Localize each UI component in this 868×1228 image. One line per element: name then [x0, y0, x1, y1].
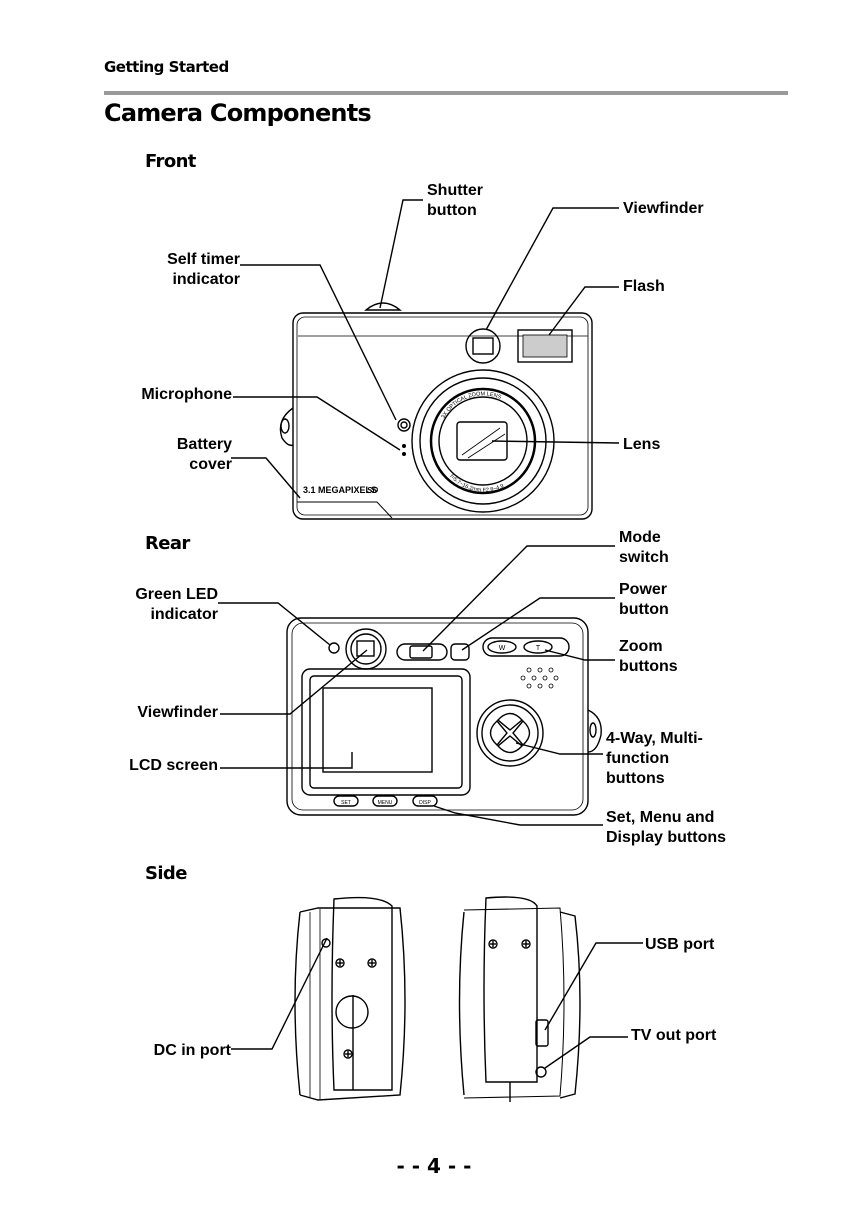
camera-side-right-drawing: [458, 896, 581, 1102]
disp-button-print: DISP: [419, 800, 431, 806]
zoom-t-print: T: [536, 645, 541, 652]
label-flash: Flash: [623, 278, 665, 295]
set-button-print: SET: [341, 800, 351, 806]
megapixels-print: 3.1 MEGAPIXELS: [303, 485, 377, 495]
label-viewfinder-front: Viewfinder: [623, 200, 704, 217]
section-front-heading: Front: [145, 151, 196, 172]
label-viewfinder-rear: Viewfinder: [137, 704, 218, 721]
camera-rear-drawing: [286, 617, 602, 816]
label-dc-in-port: DC in port: [153, 1042, 231, 1059]
section-side-heading: Side: [145, 863, 187, 884]
label-microphone: Microphone: [141, 386, 232, 403]
sd-logo-print: SD: [367, 486, 378, 495]
zoom-w-print: W: [499, 645, 506, 652]
menu-button-print: MENU: [378, 800, 393, 806]
page-number: - - 4 - -: [396, 1154, 472, 1178]
page-title: Camera Components: [104, 99, 372, 127]
running-header: Getting Started: [104, 58, 229, 76]
label-lcd-screen: LCD screen: [129, 757, 218, 774]
label-usb-port: USB port: [645, 936, 715, 953]
lens-ring-print: 3X OPTICAL ZOOM LENS: [441, 391, 503, 419]
camera-side-left-drawing: [294, 896, 406, 1101]
section-rear-heading: Rear: [145, 533, 190, 554]
label-tv-out-port: TV out port: [631, 1027, 717, 1044]
header-rule: [104, 91, 788, 95]
label-lens: Lens: [623, 436, 661, 453]
